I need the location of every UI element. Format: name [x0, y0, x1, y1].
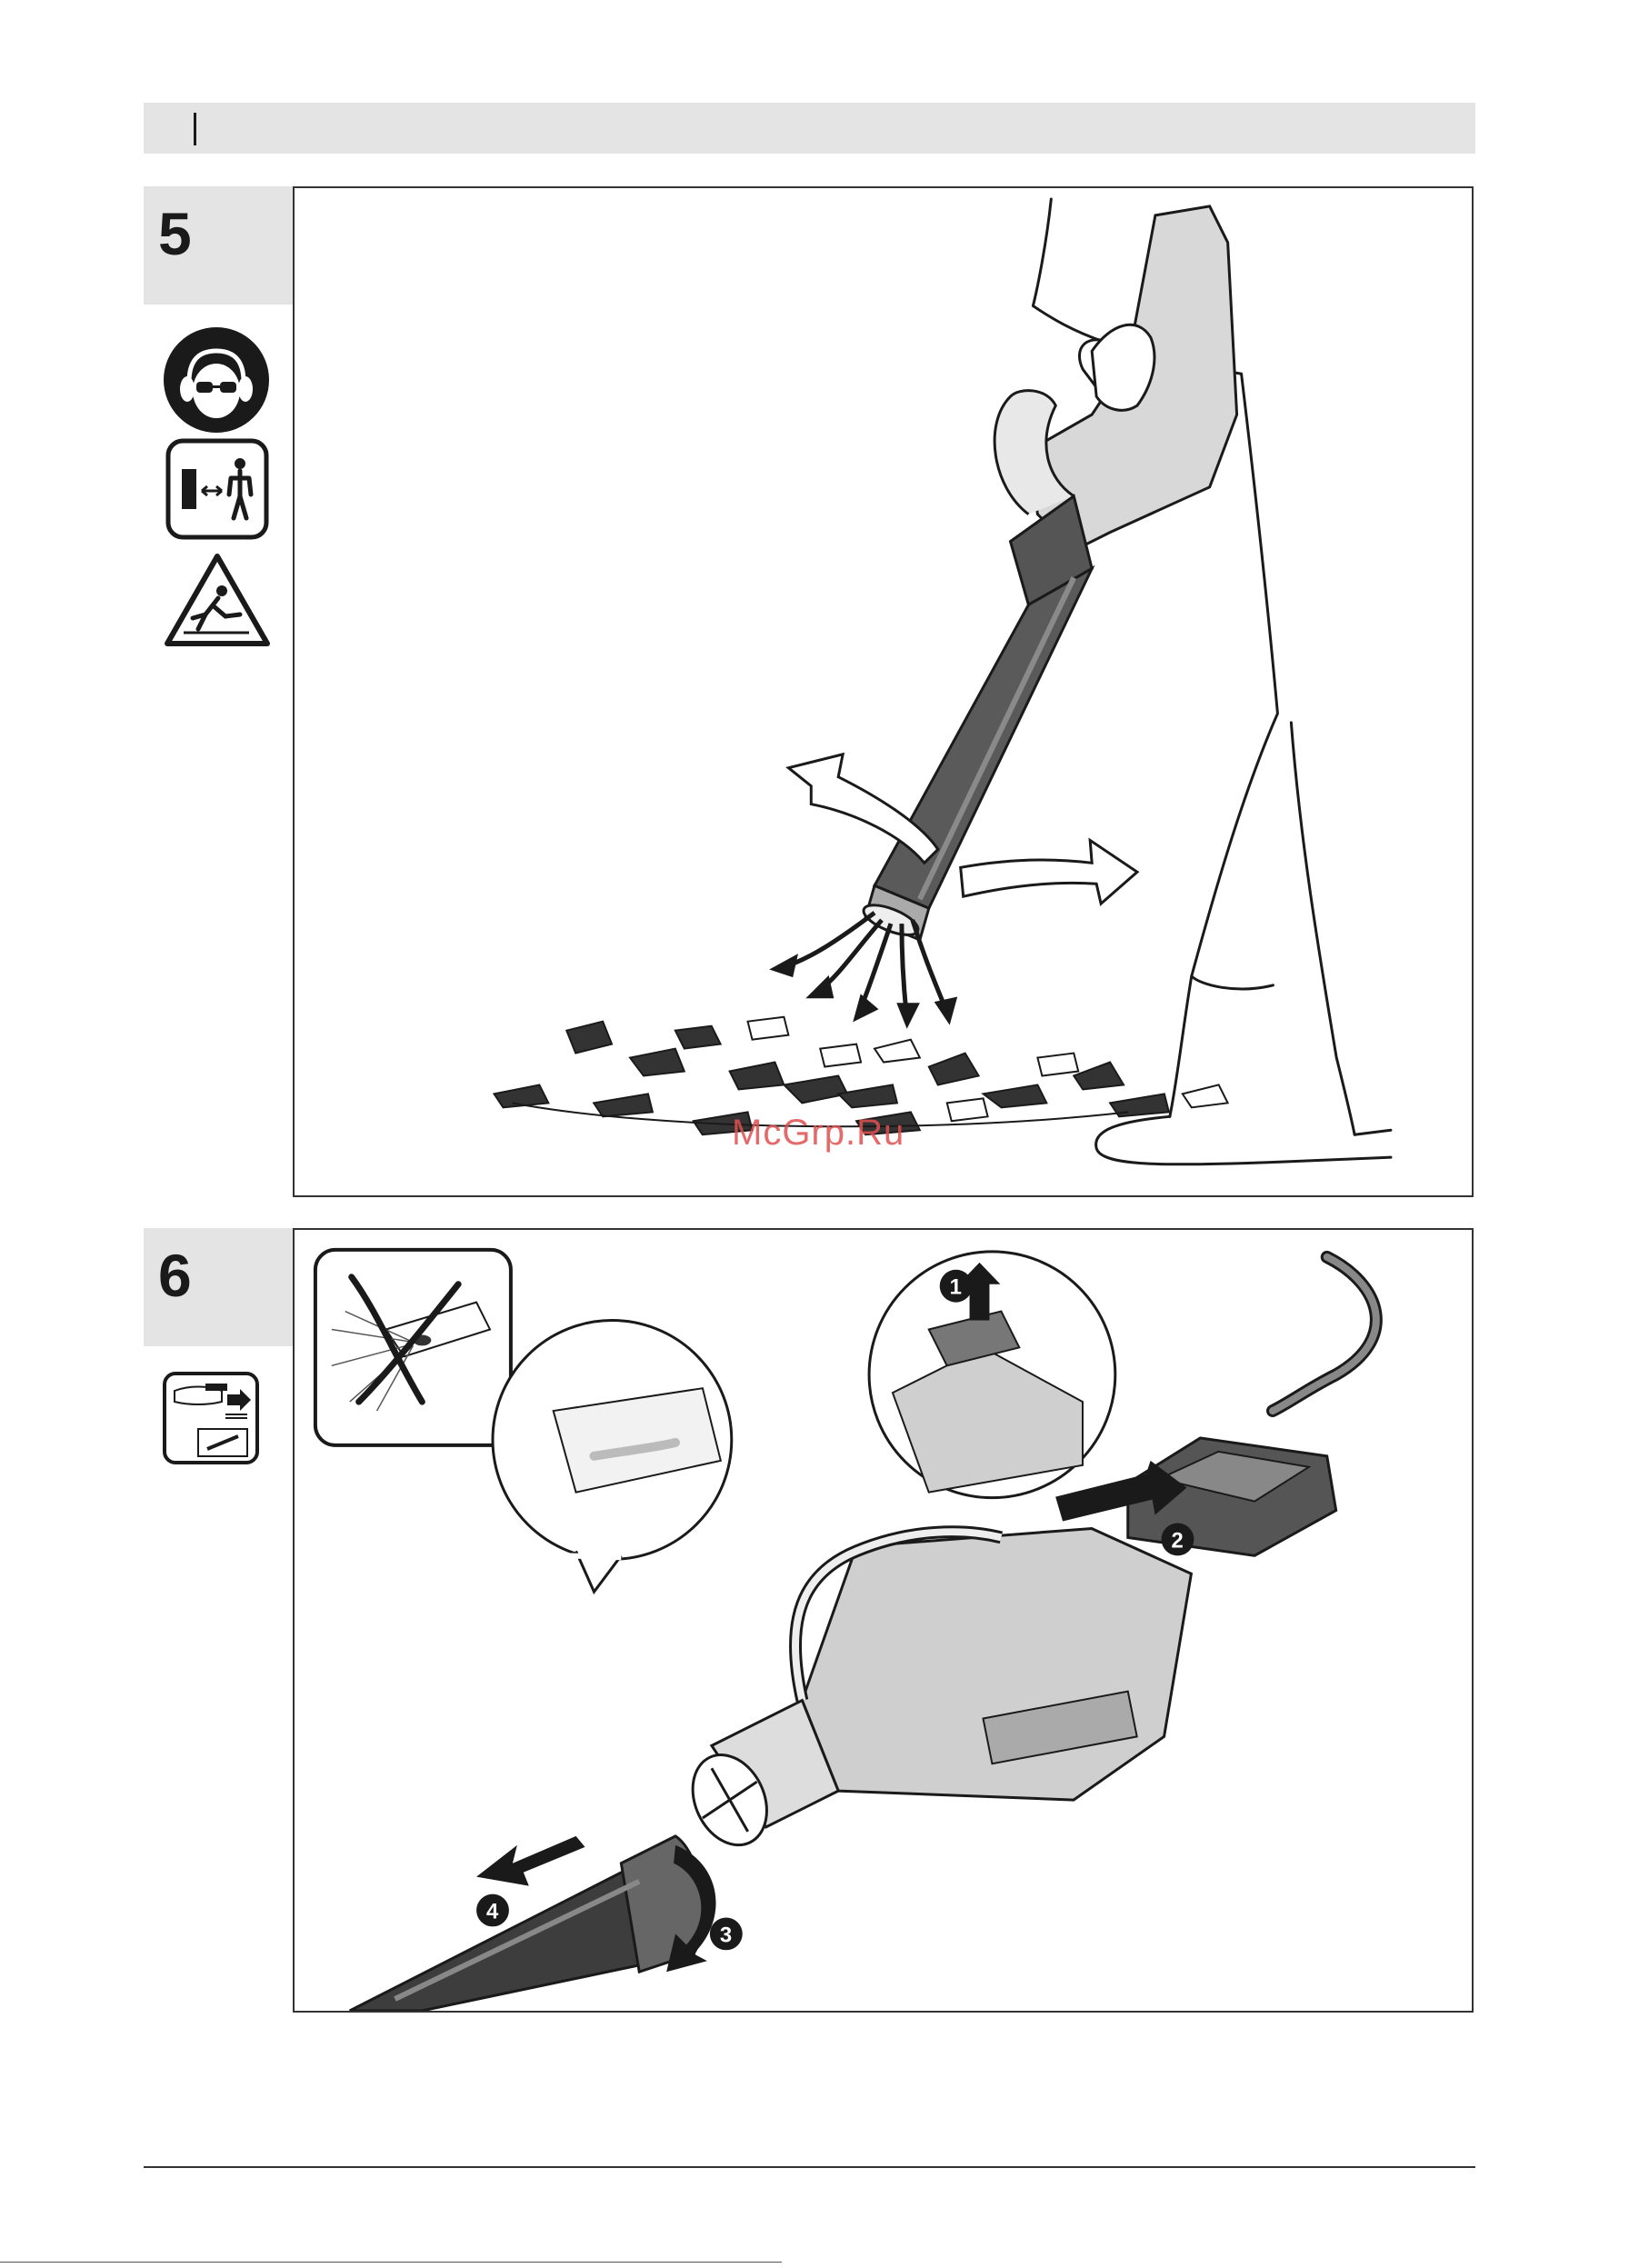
- step-6-illustration: 1 2 3 4: [293, 1228, 1474, 2013]
- step-number: 6: [158, 1241, 192, 1310]
- slippery-surface-warning-icon: [162, 551, 273, 651]
- callout-1: 1: [950, 1275, 962, 1300]
- callout-3: 3: [720, 1923, 732, 1947]
- callout-2: 2: [1172, 1528, 1184, 1553]
- disconnect-power-icon: [162, 1371, 260, 1465]
- callout-4: 4: [486, 1899, 499, 1923]
- leaf-blower-operation-drawing: [295, 188, 1472, 1195]
- keep-distance-icon: [165, 438, 269, 540]
- battery-removal-cleaning-drawing: 1 2 3 4: [295, 1230, 1472, 2011]
- step-5-illustration: [293, 186, 1474, 1197]
- step-5-tab: 5: [144, 186, 293, 305]
- bottom-scan-line: [0, 2262, 782, 2263]
- footer-rule: [144, 2166, 1475, 2168]
- header-bar: [144, 103, 1475, 154]
- header-divider: [194, 113, 196, 145]
- step-6-tab: 6: [144, 1228, 293, 1346]
- ear-eye-protection-icon: [162, 325, 271, 435]
- watermark: McGrp.Ru: [732, 1113, 904, 1154]
- step-number: 5: [158, 199, 192, 268]
